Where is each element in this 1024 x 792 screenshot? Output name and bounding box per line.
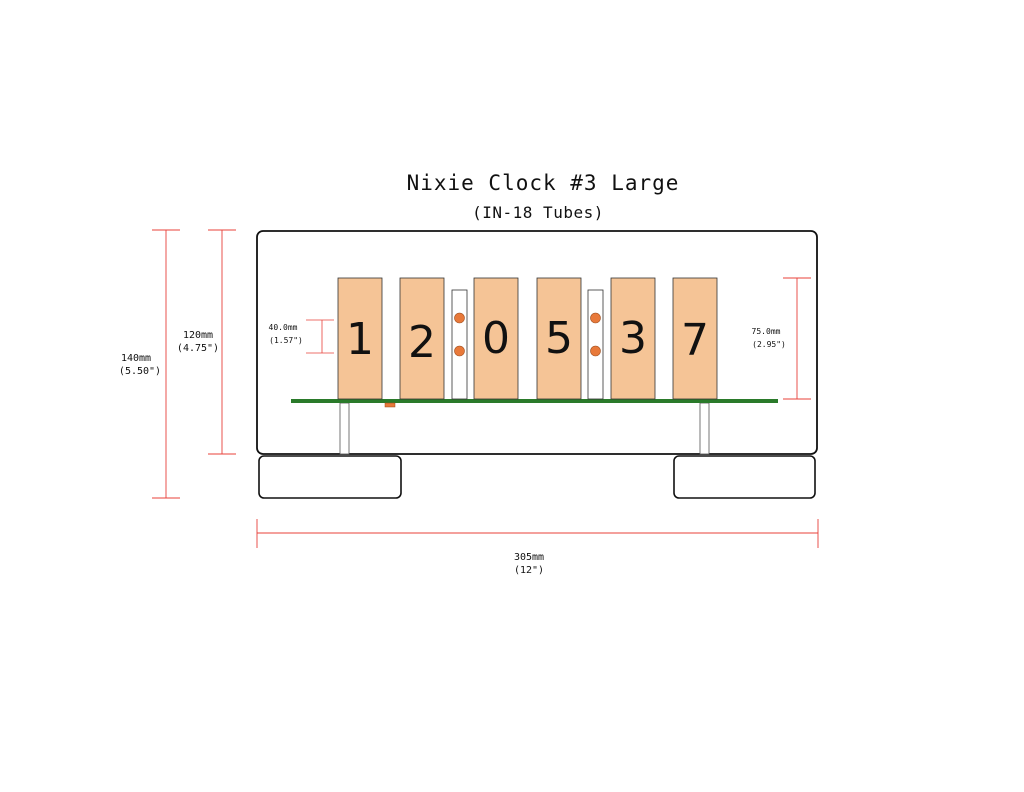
- tube-1: 1: [337, 277, 383, 400]
- tube-digit: 1: [346, 314, 374, 365]
- total-height-mm: 140mm: [121, 353, 151, 364]
- tube-digit: 7: [681, 315, 709, 366]
- dimension-case-height: [208, 229, 236, 455]
- tube-digit: 5: [545, 313, 573, 364]
- colon-dot: [590, 345, 601, 357]
- tube-3: 0: [473, 277, 519, 400]
- dimension-tube-height: [783, 277, 811, 400]
- pcb-component: [384, 402, 396, 408]
- colon-dot: [454, 345, 465, 357]
- total-width-in: (12"): [514, 565, 544, 576]
- dimension-total-height: [152, 229, 180, 499]
- tube-6: 7: [672, 277, 718, 400]
- digit-height-in: (1.57"): [269, 336, 303, 345]
- colon-dot: [590, 312, 601, 324]
- total-height-in: (5.50"): [119, 366, 161, 377]
- tube-5: 3: [610, 277, 656, 400]
- tube-2: 2: [399, 277, 445, 400]
- dimension-digit-height: [306, 319, 334, 354]
- case-height-mm: 120mm: [183, 330, 213, 341]
- left-foot: [258, 455, 402, 499]
- pcb-board: [291, 399, 778, 403]
- case-height-in: (4.75"): [177, 343, 219, 354]
- tube-digit: 3: [619, 313, 647, 364]
- right-foot: [673, 455, 816, 499]
- tube-digit: 0: [482, 313, 510, 364]
- tube-height-in: (2.95"): [752, 340, 786, 349]
- tube-4: 5: [536, 277, 582, 400]
- right-standoff: [699, 402, 710, 455]
- tube-height-mm: 75.0mm: [752, 327, 781, 336]
- digit-height-mm: 40.0mm: [269, 323, 298, 332]
- colon-separator-1: [451, 289, 468, 400]
- diagram-subtitle: (IN-18 Tubes): [472, 203, 604, 222]
- colon-dot: [454, 312, 465, 324]
- total-width-mm: 305mm: [514, 552, 544, 563]
- diagram-title: Nixie Clock #3 Large: [407, 171, 680, 195]
- left-standoff: [339, 402, 350, 455]
- colon-separator-2: [587, 289, 604, 400]
- tube-digit: 2: [408, 317, 436, 368]
- dimension-total-width: [256, 519, 819, 548]
